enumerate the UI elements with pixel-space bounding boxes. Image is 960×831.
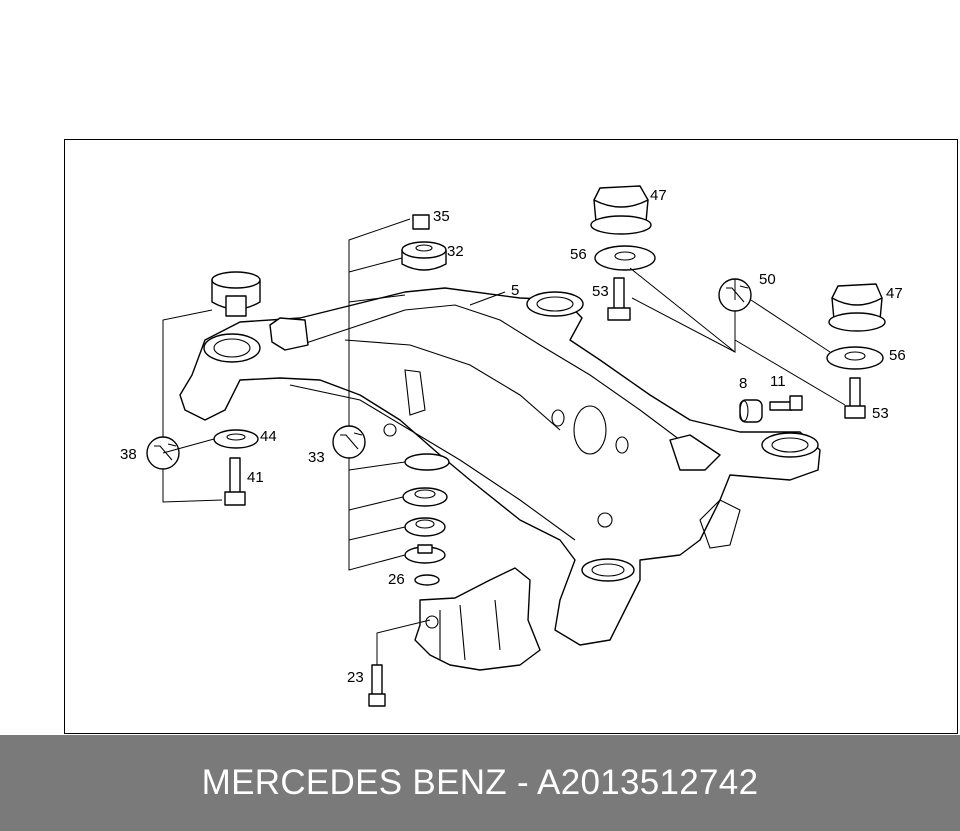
- part-label-47-top: 47: [650, 187, 667, 204]
- bolt-23: [368, 664, 386, 707]
- part-label-33: 33: [308, 449, 325, 466]
- rear-axle-subframe: [179, 287, 821, 646]
- part-label-32: 32: [447, 243, 464, 260]
- bushing-left: [211, 271, 261, 317]
- part-label-44: 44: [260, 428, 277, 445]
- bolt-41: [224, 457, 246, 506]
- part-label-47-right: 47: [886, 285, 903, 302]
- washer-44: [213, 429, 259, 449]
- part-label-23: 23: [347, 669, 364, 686]
- part-label-56-right: 56: [889, 347, 906, 364]
- part-label-53-top: 53: [592, 283, 609, 300]
- screw-11: [769, 395, 803, 411]
- part-label-5: 5: [511, 282, 520, 299]
- part-label-50: 50: [759, 271, 776, 288]
- part-label-26: 26: [388, 571, 405, 588]
- bushing-47-top: [590, 185, 652, 235]
- cap-nut-35: [412, 214, 430, 230]
- damper-32: [401, 241, 447, 271]
- bushing-47-right: [828, 283, 886, 332]
- washer-stack: [402, 453, 450, 586]
- bushing-8: [739, 399, 763, 423]
- part-label-41: 41: [247, 469, 264, 486]
- footer-bar: MERCEDES BENZ - A2013512742: [0, 735, 960, 831]
- part-label-8: 8: [739, 375, 748, 392]
- bolt-53-top: [607, 277, 631, 321]
- part-label-38: 38: [120, 446, 137, 463]
- part-label-11: 11: [770, 373, 786, 390]
- differential-housing: [414, 567, 541, 671]
- part-label-53-right: 53: [872, 405, 889, 422]
- wrench-icon: [332, 425, 366, 459]
- washer-56-right: [826, 346, 884, 370]
- bolt-53-right: [844, 377, 866, 419]
- washer-56-top: [594, 245, 656, 271]
- leader-lines: [162, 218, 846, 665]
- footer-caption: MERCEDES BENZ - A2013512742: [201, 763, 759, 802]
- part-label-35: 35: [433, 208, 450, 225]
- part-label-56-top: 56: [570, 246, 587, 263]
